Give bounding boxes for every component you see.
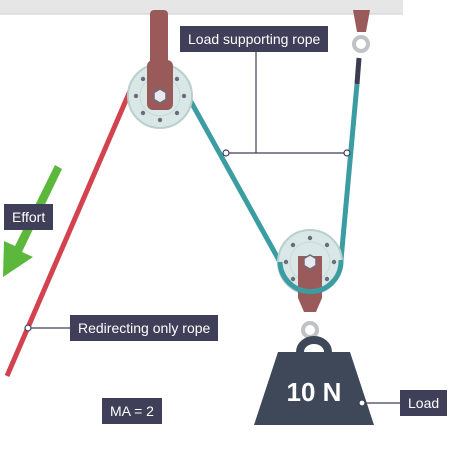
label-load: Load — [400, 390, 448, 416]
ceiling-anchor — [353, 10, 370, 32]
bottom-pulley — [277, 229, 343, 312]
weight-value: 10 N — [287, 377, 342, 407]
leader-dot — [222, 149, 230, 157]
leader-dot — [343, 149, 351, 157]
leader-dot — [24, 324, 32, 332]
support-rope-right — [338, 57, 362, 261]
hook-icon — [301, 321, 319, 339]
label-load-supporting-rope: Load supporting rope — [180, 26, 329, 52]
top-pulley — [127, 10, 193, 129]
label-mechanical-advantage: MA = 2 — [102, 398, 162, 424]
label-redirecting-only-rope: Redirecting only rope — [70, 315, 219, 341]
label-effort: Effort — [4, 204, 54, 230]
leader-lines — [28, 50, 400, 404]
anchor-hook-icon — [352, 35, 370, 53]
support-rope-bottom — [277, 259, 344, 294]
weight-icon — [254, 336, 374, 425]
leader-dot — [358, 399, 366, 407]
ceiling — [0, 0, 403, 14]
